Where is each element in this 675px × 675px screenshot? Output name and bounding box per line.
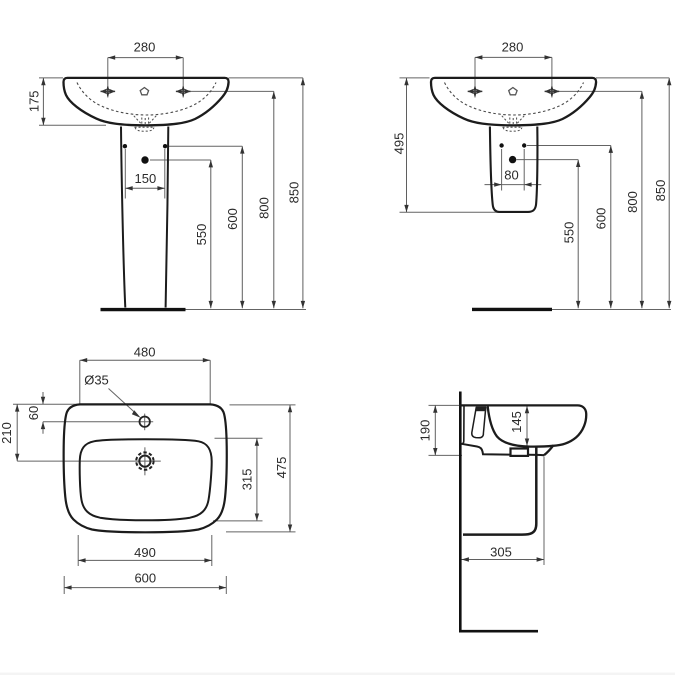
svg-text:550: 550 <box>194 224 209 246</box>
svg-text:80: 80 <box>504 168 518 183</box>
svg-text:Ø35: Ø35 <box>84 373 109 388</box>
svg-text:550: 550 <box>562 222 577 244</box>
svg-text:210: 210 <box>0 422 14 444</box>
svg-text:315: 315 <box>239 469 254 491</box>
svg-text:480: 480 <box>134 344 156 359</box>
svg-text:800: 800 <box>625 191 640 213</box>
svg-text:280: 280 <box>502 39 524 54</box>
svg-text:600: 600 <box>225 208 240 230</box>
svg-text:150: 150 <box>135 171 157 186</box>
svg-text:190: 190 <box>418 420 433 442</box>
svg-text:490: 490 <box>134 545 156 560</box>
svg-text:145: 145 <box>509 411 524 433</box>
svg-text:60: 60 <box>26 406 41 420</box>
svg-text:600: 600 <box>594 208 609 230</box>
svg-text:280: 280 <box>134 39 156 54</box>
svg-text:305: 305 <box>490 544 512 559</box>
svg-text:175: 175 <box>27 90 42 112</box>
svg-text:850: 850 <box>653 180 668 202</box>
svg-text:495: 495 <box>392 133 407 155</box>
svg-text:800: 800 <box>257 197 272 219</box>
svg-text:850: 850 <box>287 182 302 204</box>
svg-text:475: 475 <box>274 457 289 479</box>
svg-text:600: 600 <box>134 570 156 585</box>
